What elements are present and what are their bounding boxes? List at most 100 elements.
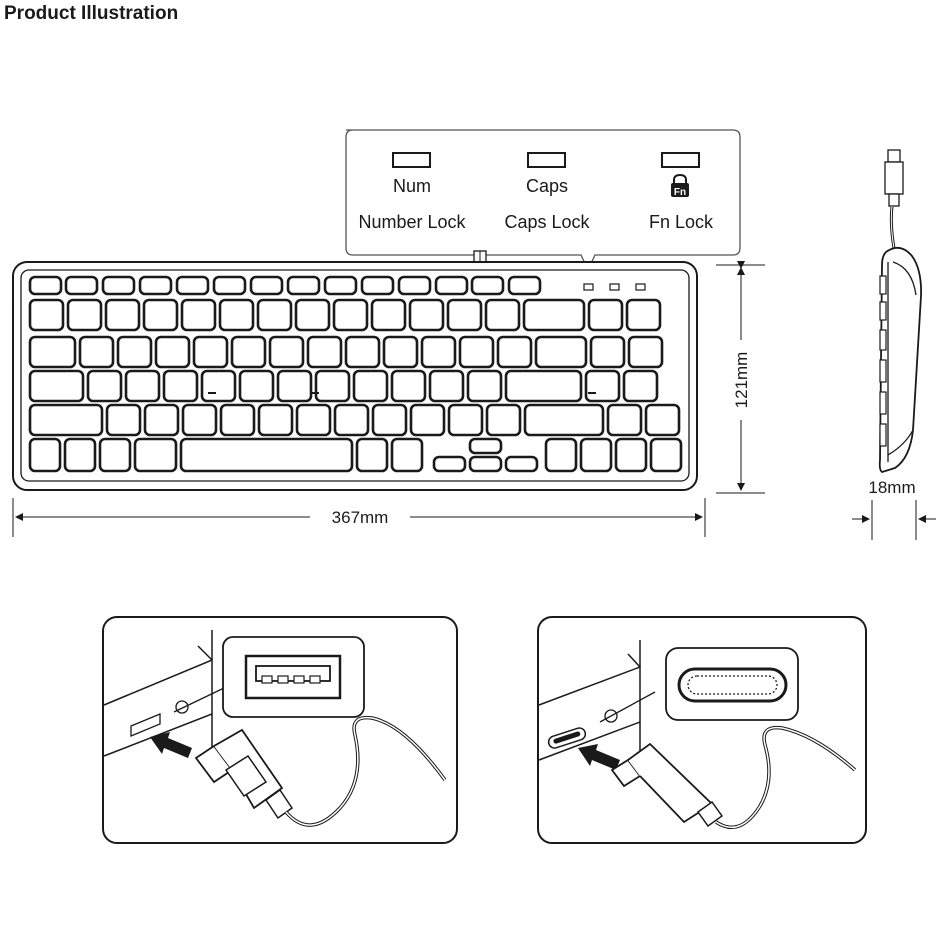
keyboard-key (30, 337, 75, 367)
usb-c-connection-panel (538, 617, 866, 843)
keyboard-key (214, 277, 245, 294)
keyboard-key (278, 371, 311, 401)
caps-short-label: Caps (526, 176, 568, 196)
keyboard-key (65, 439, 95, 471)
keyboard-key (525, 405, 603, 435)
height-label: 121mm (732, 352, 751, 409)
keyboard-key (486, 300, 519, 330)
keyboard-key (232, 337, 265, 367)
keyboard-key (410, 300, 443, 330)
keyboard-key (106, 300, 139, 330)
keyboard-key (506, 457, 537, 471)
keyboard-key (335, 405, 368, 435)
usb-c-port-icon (679, 669, 786, 701)
keyboard-key (624, 371, 657, 401)
led-fn (636, 284, 645, 290)
keyboard-key (422, 337, 455, 367)
caps-lock-led-icon (528, 153, 565, 167)
keyboard-key (325, 277, 356, 294)
keyboard-key (259, 405, 292, 435)
keyboard-key (297, 405, 330, 435)
keyboard-key (581, 439, 611, 471)
keyboard-key (316, 371, 349, 401)
keyboard-key (135, 439, 176, 471)
num-short-label: Num (393, 176, 431, 196)
keyboard-key (194, 337, 227, 367)
keyboard-key (258, 300, 291, 330)
keyboard-key (608, 405, 641, 435)
keyboard-key (434, 457, 465, 471)
keyboard-key (448, 300, 481, 330)
keyboard-key (546, 439, 576, 471)
keyboard-key (30, 277, 61, 294)
indicator-callout: Num Caps Fn Number Lock Caps Lock Fn Loc… (346, 130, 740, 270)
depth-dimension: 18mm (852, 478, 936, 540)
keyboard-key (140, 277, 171, 294)
keyboard-key (80, 337, 113, 367)
keyboard-key (177, 277, 208, 294)
keyboard-key (460, 337, 493, 367)
keyboard-key (524, 300, 584, 330)
keyboard-key (651, 439, 681, 471)
keyboard-key (629, 337, 662, 367)
keyboard-key (30, 371, 83, 401)
keyboard-key (221, 405, 254, 435)
keyboard-key (591, 337, 624, 367)
keyboard-top-view (13, 262, 697, 490)
keyboard-key (372, 300, 405, 330)
keyboard-key (30, 300, 63, 330)
keyboard-key (30, 405, 102, 435)
keyboard-key (468, 371, 501, 401)
keyboard-key (586, 371, 619, 401)
usb-a-connection-panel (103, 617, 457, 843)
keyboard-key (470, 439, 501, 453)
keyboard-key (436, 277, 467, 294)
keyboard-key (616, 439, 646, 471)
led-caps (610, 284, 619, 290)
keyboard-key (392, 371, 425, 401)
cable-connector (474, 251, 486, 262)
keyboard-key (183, 405, 216, 435)
keyboard-key (68, 300, 101, 330)
keyboard-key (498, 337, 531, 367)
keyboard-key (103, 277, 134, 294)
keyboard-key (100, 439, 130, 471)
keyboard-key (627, 300, 660, 330)
keyboard-key (506, 371, 581, 401)
keyboard-key (472, 277, 503, 294)
height-dimension: 121mm (716, 265, 765, 493)
keyboard-key (88, 371, 121, 401)
keyboard-key (240, 371, 273, 401)
led-num (584, 284, 593, 290)
keyboard-key (181, 439, 352, 471)
keyboard-key (392, 439, 422, 471)
keyboard-key (536, 337, 586, 367)
keyboard-key (144, 300, 177, 330)
keyboard-side-view (880, 150, 921, 472)
keyboard-key (145, 405, 178, 435)
keyboard-key (411, 405, 444, 435)
keyboard-key (202, 371, 235, 401)
keyboard-key (270, 337, 303, 367)
keyboard-key (346, 337, 379, 367)
fn-lock-label: Fn Lock (649, 212, 714, 232)
keyboard-key (509, 277, 540, 294)
keyboard-key (156, 337, 189, 367)
keyboard-key (296, 300, 329, 330)
depth-label: 18mm (868, 478, 915, 497)
keyboard-key (470, 457, 501, 471)
keyboard-key (308, 337, 341, 367)
keyboard-key (66, 277, 97, 294)
keyboard-key (251, 277, 282, 294)
usb-a-port-icon (246, 656, 340, 698)
keyboard-key (30, 439, 60, 471)
keyboard-key (646, 405, 679, 435)
keyboard-key (373, 405, 406, 435)
keyboard-key (430, 371, 463, 401)
number-lock-label: Number Lock (358, 212, 466, 232)
keyboard-key (449, 405, 482, 435)
fn-lock-led-icon (662, 153, 699, 167)
keyboard-key (384, 337, 417, 367)
keyboard-key (487, 405, 520, 435)
